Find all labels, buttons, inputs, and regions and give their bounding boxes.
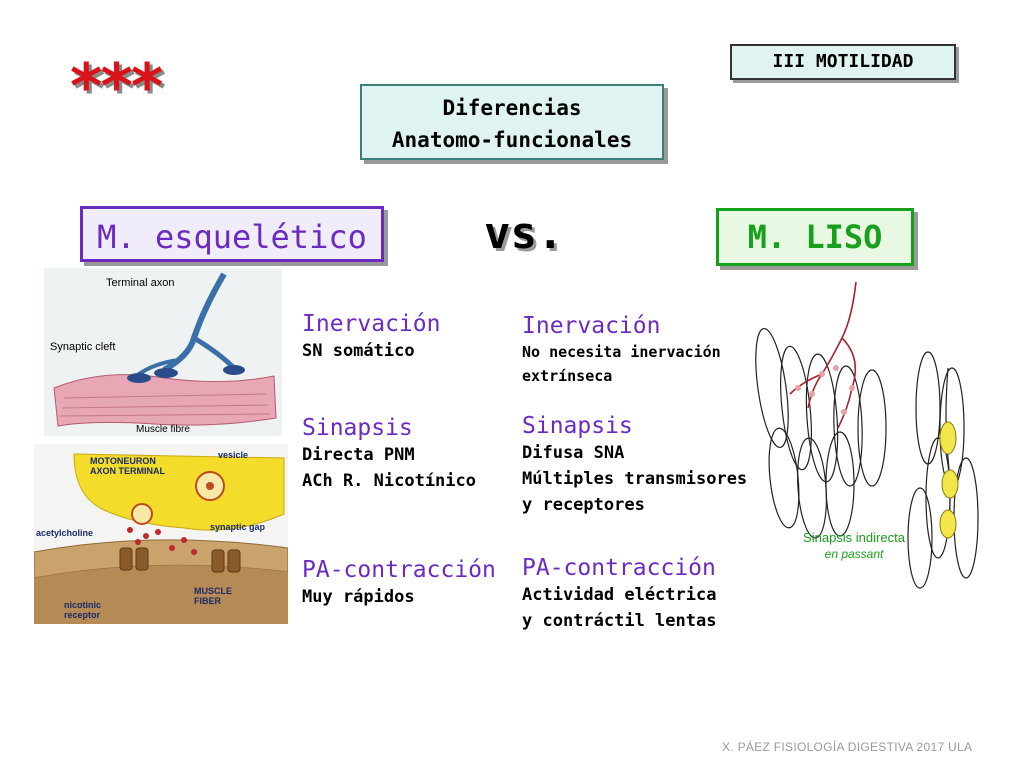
neuromuscular-junction-figure: Terminal axon Synaptic cleft Muscle fibr… [44, 268, 282, 436]
title-box: Diferencias Anatomo-funcionales [360, 84, 664, 160]
fig2-axon-terminal: AXON TERMINAL [90, 466, 165, 476]
fig2-synaptic-gap: synaptic gap [210, 522, 266, 532]
smooth-pa-line-2: y contráctil lentas [522, 611, 717, 631]
fig3-caption-line-1: Sinapsis indirecta [803, 530, 906, 545]
smooth-sinapsis-line-1: Difusa SNA [522, 443, 625, 463]
fig2-muscle: MUSCLE [194, 586, 232, 596]
fig2-nicotinic: nicotinic [64, 600, 101, 610]
smooth-pa-heading: PA-contracción [522, 555, 716, 581]
skeletal-pa-line-1: Muy rápidos [302, 587, 415, 607]
motoneuron-terminal-figure: MOTONEURON AXON TERMINAL vesicle acetylc… [34, 444, 288, 624]
skeletal-pa: PA-contracción Muy rápidos [302, 556, 496, 610]
skeletal-sinapsis-heading: Sinapsis [302, 415, 413, 441]
title-line-1: Diferencias [442, 96, 582, 120]
skeletal-inervacion-heading: Inervación [302, 311, 441, 337]
fig1-terminal-axon: Terminal axon [106, 277, 174, 289]
smooth-muscle-synapse-figure: Sinapsis indirecta en passant [755, 281, 979, 589]
fig2-receptor: receptor [64, 610, 101, 620]
fig2-fiber: FIBER [194, 596, 222, 606]
fig2-vesicle: vesicle [218, 450, 248, 460]
skeletal-sinapsis: Sinapsis Directa PNM ACh R. Nicotínico [302, 414, 476, 494]
section-tag: III MOTILIDAD [730, 44, 956, 80]
smooth-pa: PA-contracción Actividad eléctrica y con… [522, 554, 716, 634]
stars-marker: *** [70, 50, 163, 123]
skeletal-sinapsis-line-2: ACh R. Nicotínico [302, 471, 476, 491]
smooth-inervacion-line-1: No necesita inervación [522, 343, 721, 361]
smooth-inervacion-heading: Inervación [522, 313, 661, 339]
smooth-sinapsis-heading: Sinapsis [522, 413, 633, 439]
smooth-inervacion: Inervación No necesita inervación extrín… [522, 312, 721, 388]
title-line-2: Anatomo-funcionales [391, 128, 633, 152]
skeletal-muscle-title: M. esquelético [80, 206, 384, 262]
smooth-sinapsis: Sinapsis Difusa SNA Múltiples transmisor… [522, 412, 747, 518]
skeletal-pa-heading: PA-contracción [302, 557, 496, 583]
fig3-caption-line-2: en passant [825, 547, 884, 561]
smooth-muscle-title: M. LISO [716, 208, 914, 266]
fig1-muscle-fibre: Muscle fibre [136, 424, 190, 435]
fig1-synaptic-cleft: Synaptic cleft [50, 341, 115, 353]
smooth-pa-line-1: Actividad eléctrica [522, 585, 717, 605]
smooth-sinapsis-line-2: Múltiples transmisores [522, 469, 748, 489]
fig2-motoneuron: MOTONEURON [90, 456, 156, 466]
skeletal-sinapsis-line-1: Directa PNM [302, 445, 415, 465]
skeletal-inervacion-line-1: SN somático [302, 341, 415, 361]
footer-credit: X. PÁEZ FISIOLOGÍA DIGESTIVA 2017 ULA [722, 740, 973, 754]
fig2-acetylcholine: acetylcholine [36, 528, 93, 538]
versus-label: vs. [484, 208, 564, 259]
skeletal-inervacion: Inervación SN somático [302, 310, 440, 364]
smooth-sinapsis-line-3: y receptores [522, 495, 645, 515]
smooth-inervacion-line-2: extrínseca [522, 367, 613, 385]
